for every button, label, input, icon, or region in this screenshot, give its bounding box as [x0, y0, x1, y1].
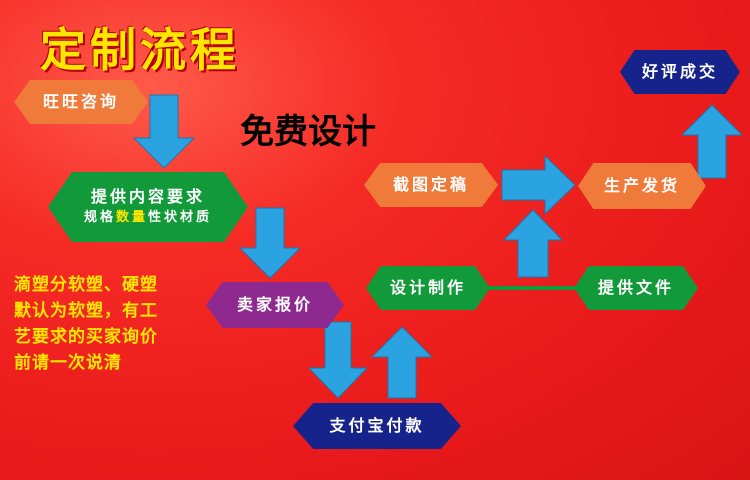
sub-highlight: 数量 — [115, 210, 148, 225]
node-quote: 卖家报价 — [206, 282, 344, 328]
node-confirm-label: 截图定稿 — [392, 175, 469, 194]
page-title: 定制流程 — [40, 23, 240, 77]
arrow-requirements-to-quote — [238, 207, 302, 279]
arrow-consult-to-requirements — [132, 94, 196, 169]
node-requirements-sub: 规格数量性状材质 — [84, 209, 212, 227]
arrow-confirm-to-ship — [501, 154, 576, 216]
node-ship-label: 生产发货 — [603, 176, 680, 195]
note-line-1: 滴塑分软塑、硬塑 — [14, 275, 158, 295]
sub-suffix: 性状材质 — [148, 210, 213, 225]
node-quote-label: 卖家报价 — [236, 295, 313, 314]
arrow-design-to-confirm — [502, 209, 564, 278]
connector-design-files — [485, 286, 580, 290]
note-line-2: 默认为软塑，有工 — [14, 301, 158, 321]
node-payment: 支付宝付款 — [293, 403, 461, 449]
arrow-ship-to-review — [680, 104, 744, 179]
node-design-label: 设计制作 — [389, 278, 466, 297]
node-ship: 生产发货 — [578, 163, 706, 209]
node-files: 提供文件 — [574, 266, 698, 310]
arrow-quote-to-payment — [307, 321, 369, 399]
node-requirements-label: 提供内容要求 — [90, 187, 205, 206]
node-confirm: 截图定稿 — [364, 163, 498, 207]
sub-prefix: 规格 — [83, 210, 116, 225]
arrow-payment-to-design — [370, 326, 434, 399]
node-consult-label: 旺旺咨询 — [42, 92, 119, 111]
node-consult: 旺旺咨询 — [14, 80, 148, 124]
node-review: 好评成交 — [620, 50, 740, 94]
note-line-4: 前请一次说清 — [14, 353, 122, 373]
node-payment-label: 支付宝付款 — [329, 416, 425, 435]
note-text: 滴塑分软塑、硬塑 默认为软塑，有工 艺要求的买家询价 前请一次说清 — [14, 272, 224, 376]
node-files-label: 提供文件 — [597, 278, 674, 297]
node-requirements: 提供内容要求 规格数量性状材质 — [48, 172, 248, 242]
note-line-3: 艺要求的买家询价 — [14, 327, 158, 347]
subtitle-free-design: 免费设计 — [240, 112, 376, 152]
node-review-label: 好评成交 — [641, 62, 718, 81]
node-design: 设计制作 — [366, 266, 490, 310]
